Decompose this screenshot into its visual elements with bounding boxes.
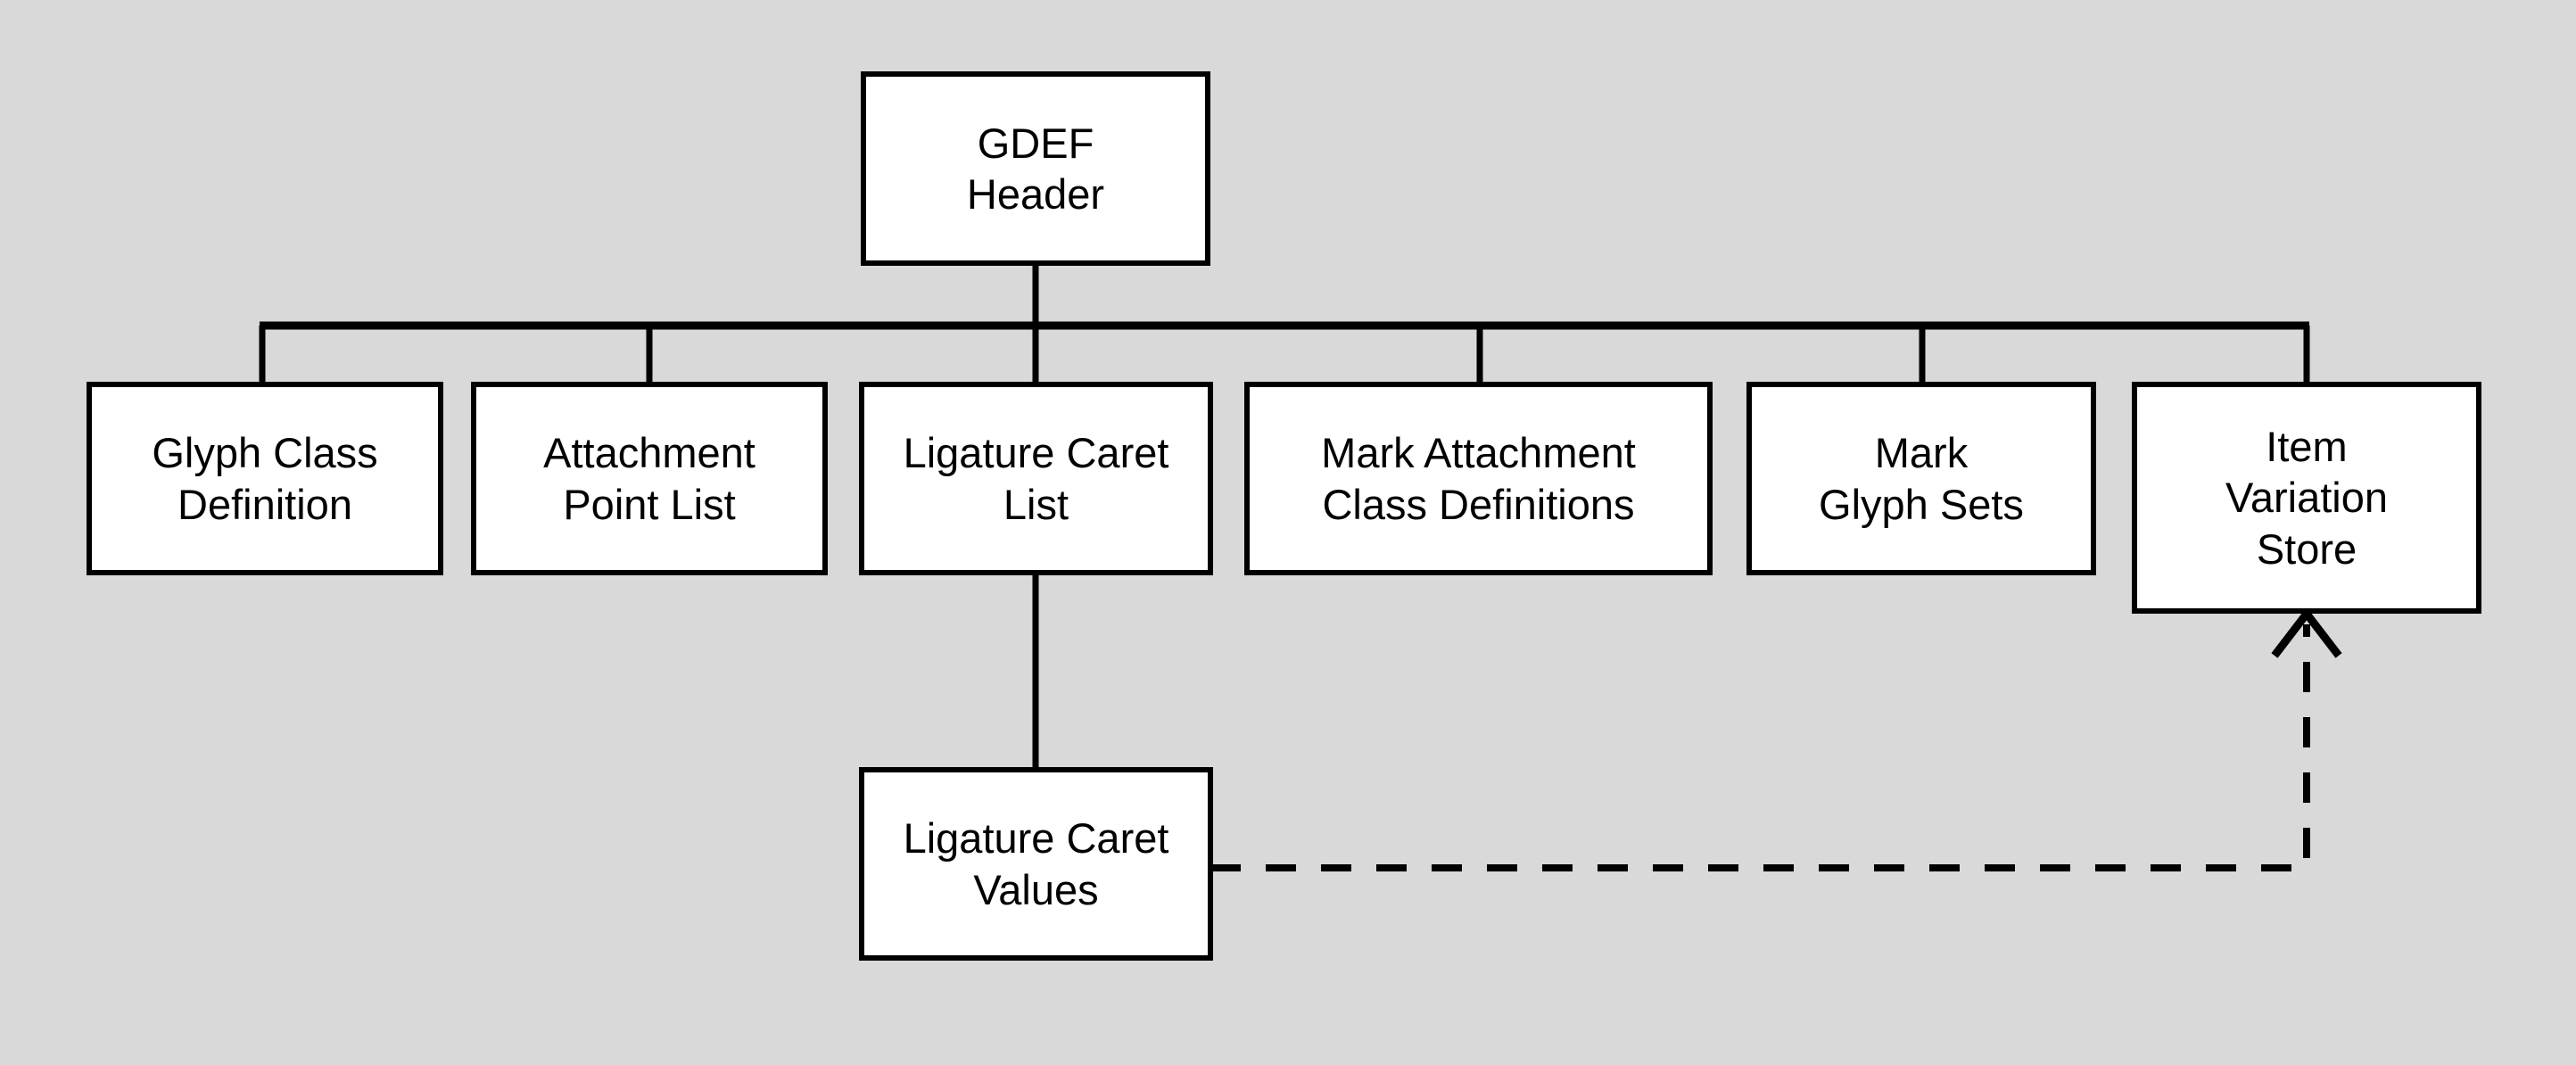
- node-mark-attachment-class-definitions[interactable]: Mark Attachment Class Definitions: [1244, 382, 1713, 575]
- node-attachment-point-list[interactable]: Attachment Point List: [471, 382, 828, 575]
- node-attachment-point-list-label: Attachment Point List: [543, 429, 755, 528]
- node-mark-glyph-sets-label: Mark Glyph Sets: [1819, 429, 2024, 528]
- arrowhead-open-up-icon: [2271, 607, 2342, 658]
- node-item-variation-store[interactable]: Item Variation Store: [2132, 382, 2481, 614]
- node-glyph-class-definition-label: Glyph Class Definition: [152, 429, 378, 528]
- node-gdef-header-label: GDEF Header: [966, 119, 1105, 218]
- node-ligature-caret-list-label: Ligature Caret List: [903, 429, 1169, 528]
- node-gdef-header[interactable]: GDEF Header: [861, 71, 1210, 266]
- node-ligature-caret-values-label: Ligature Caret Values: [903, 814, 1169, 913]
- node-mark-attachment-class-definitions-label: Mark Attachment Class Definitions: [1321, 429, 1636, 528]
- node-item-variation-store-label: Item Variation Store: [2225, 423, 2388, 573]
- node-glyph-class-definition[interactable]: Glyph Class Definition: [87, 382, 443, 575]
- connector-dashed-ligature-values-to-item-variation-store: [1210, 624, 2310, 871]
- node-mark-glyph-sets[interactable]: Mark Glyph Sets: [1746, 382, 2096, 575]
- node-ligature-caret-values[interactable]: Ligature Caret Values: [859, 767, 1213, 961]
- node-ligature-caret-list[interactable]: Ligature Caret List: [859, 382, 1213, 575]
